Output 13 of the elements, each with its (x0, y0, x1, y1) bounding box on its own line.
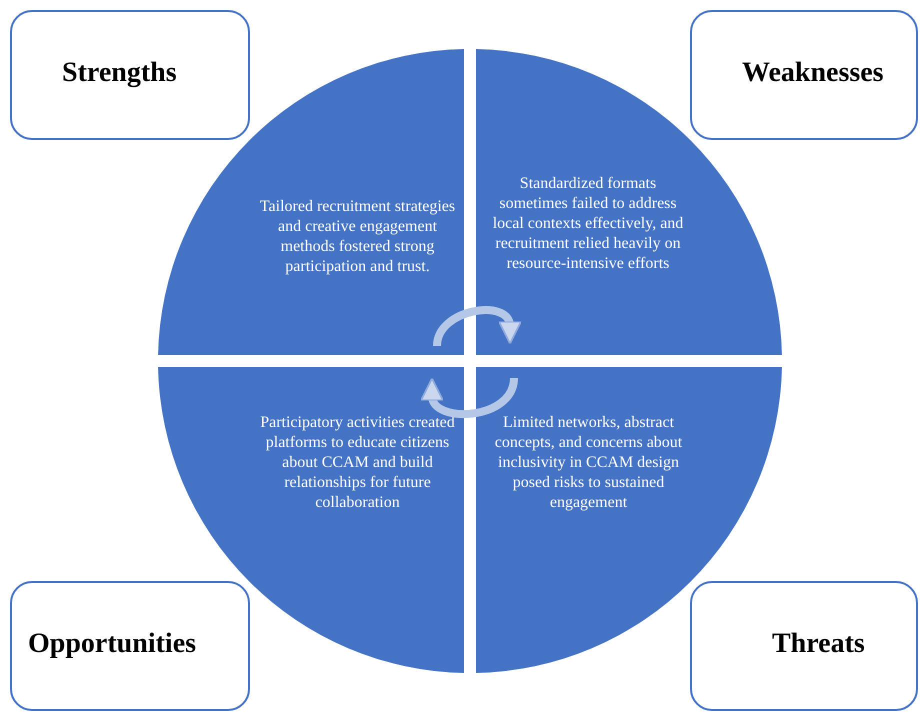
swot-heading-box (10, 581, 250, 711)
heading: Strengths (62, 57, 177, 89)
description-text: Tailored recruitment strategies and creative engagement methods fostered strong participation and trust. (258, 197, 456, 277)
swot-heading-box (10, 10, 250, 140)
heading: Weaknesses (742, 57, 884, 89)
swot-heading-box (690, 581, 918, 711)
swot-heading-box (690, 10, 918, 140)
heading: Opportunities (28, 628, 196, 660)
description-text: Standardized formats sometimes failed to address local contexts effectively, and recruitment relied heavily on resource-intensive efforts (492, 174, 684, 274)
description-text: Limited networks, abstract concepts, and concerns about inclusivity in CCAM design posed risks to sustained engagement (494, 413, 684, 513)
heading: Threats (772, 628, 865, 660)
curved-arrow (433, 306, 521, 347)
description-text: Participatory activities created platforms to educate citizens about CCAM and build relationships for future collaboration (259, 413, 456, 513)
